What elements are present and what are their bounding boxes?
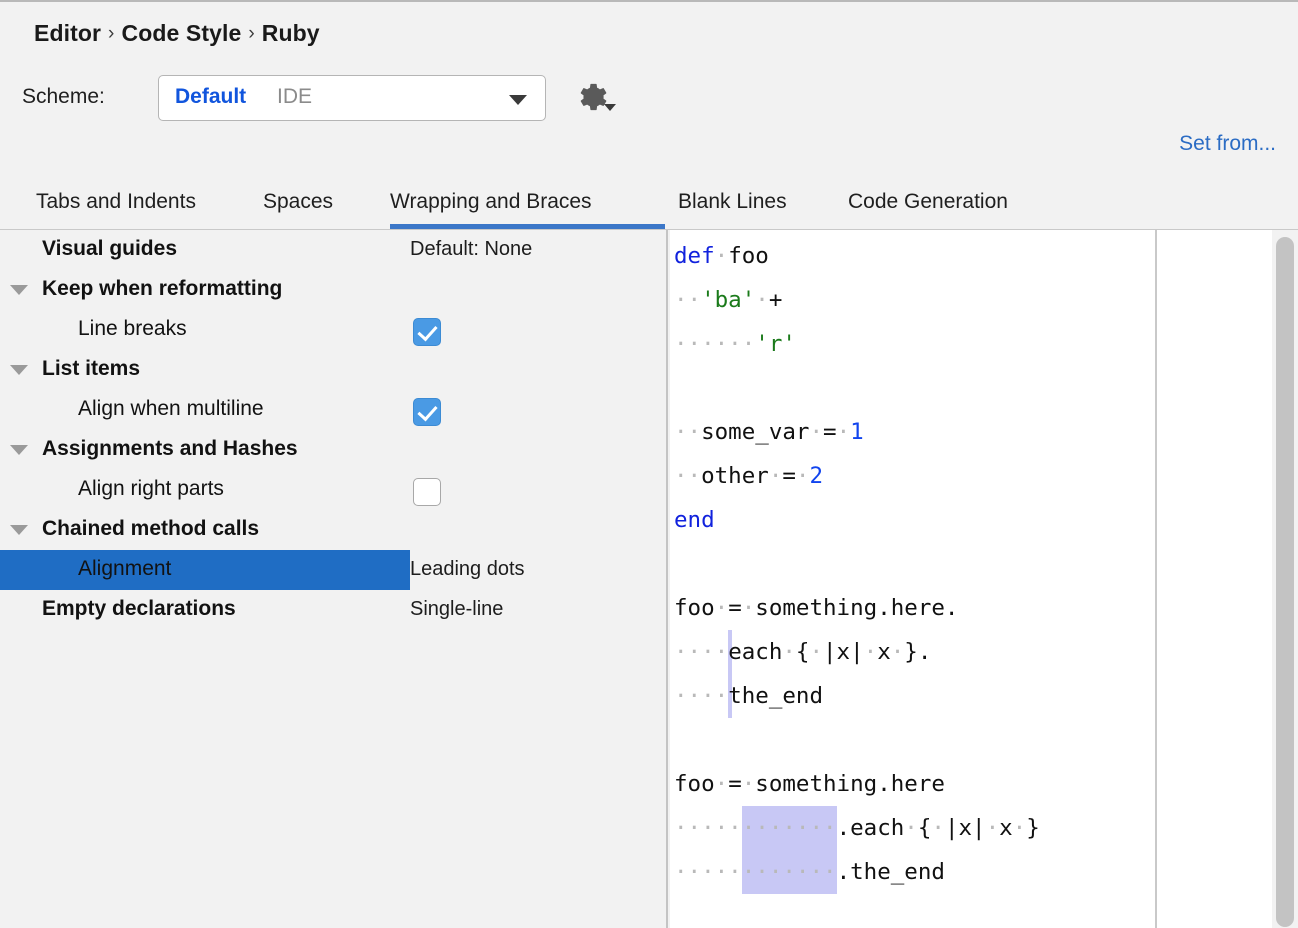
tree-row-alignment[interactable]: Alignment Leading dots: [0, 550, 666, 590]
code-line: ··some_var·=·1: [674, 410, 1160, 454]
code-line: ············.each·{·|x|·x·}: [674, 806, 1160, 850]
scheme-label: Scheme:: [22, 85, 105, 108]
code-line: ············.the_end: [674, 850, 1160, 894]
tree-row-value[interactable]: Leading dots: [410, 558, 525, 580]
set-from-link[interactable]: Set from...: [1179, 132, 1276, 155]
chevron-down-icon[interactable]: [10, 525, 28, 535]
code-line: foo·=·something.here: [674, 762, 1160, 806]
alignment-highlight: [741, 850, 837, 894]
scheme-settings-button[interactable]: [578, 82, 618, 118]
tree-row-label: Chained method calls: [42, 517, 260, 540]
breadcrumb-separator-icon: ›: [108, 23, 115, 44]
preview-scrollbar-track[interactable]: [1272, 230, 1298, 928]
alignment-highlight: [741, 806, 837, 850]
tab-tabs-and-indents[interactable]: Tabs and Indents: [36, 182, 242, 229]
chevron-down-icon: [509, 95, 527, 105]
breadcrumb-item-ruby: Ruby: [261, 20, 320, 46]
code-line-text: foo·=·something.here.: [674, 595, 959, 621]
gear-dropdown-arrow-icon: [604, 104, 616, 111]
tree-row-label: Assignments and Hashes: [42, 437, 298, 460]
code-line-text: ············.the_end: [674, 859, 945, 885]
check-icon: [417, 400, 438, 422]
tree-row-keep-when-reformatting[interactable]: Keep when reformatting: [0, 270, 666, 310]
code-line-text: ··other·=·2: [674, 463, 824, 489]
tab-code-generation[interactable]: Code Generation: [848, 182, 1064, 229]
code-preview-pane: def·foo ··'ba'·+ ······'r' ··some_var·=·1 ··…: [670, 230, 1298, 928]
tab-label: Code Generation: [848, 190, 1008, 213]
tab-label: Wrapping and Braces: [390, 190, 592, 213]
scheme-scope-label: IDE: [277, 85, 313, 108]
scheme-select[interactable]: Default IDE: [158, 75, 546, 121]
code-line-text: ············.each·{·|x|·x·}: [674, 815, 1040, 841]
checkbox-line-breaks[interactable]: [413, 318, 441, 346]
code-line-text: foo·=·something.here: [674, 771, 945, 797]
code-line: foo·=·something.here.: [674, 586, 1160, 630]
chevron-down-icon[interactable]: [10, 445, 28, 455]
tree-row-align-when-multiline[interactable]: Align when multiline: [0, 390, 666, 430]
tree-row-label: Empty declarations: [42, 597, 236, 620]
code-line-text: def·foo: [674, 243, 769, 269]
code-line-text: ······'r': [674, 331, 796, 357]
code-line: ····the_end: [674, 674, 1160, 718]
code-line: ··other·=·2: [674, 454, 1160, 498]
code-line: end: [674, 498, 1160, 542]
preview-scrollbar-thumb[interactable]: [1276, 237, 1294, 927]
tree-row-label: Keep when reformatting: [42, 277, 283, 300]
settings-tabs: Tabs and Indents Spaces Wrapping and Brace…: [0, 182, 1298, 229]
alignment-highlight: [728, 630, 733, 674]
tab-blank-lines[interactable]: Blank Lines: [678, 182, 828, 229]
code-line: def·foo: [674, 234, 1160, 278]
code-line-text: ····each·{·|x|·x·}.: [674, 639, 932, 665]
code-line: ··'ba'·+: [674, 278, 1160, 322]
tree-row-label: Align right parts: [78, 477, 224, 500]
row-selection-highlight: [0, 550, 410, 590]
tree-row-list-items[interactable]: List items: [0, 350, 666, 390]
checkbox-align-right-parts[interactable]: [413, 478, 441, 506]
code-line: [674, 542, 1160, 586]
tab-wrapping-and-braces[interactable]: Wrapping and Braces: [390, 182, 665, 229]
code-line: [674, 718, 1160, 762]
preview-right-margin-divider: [1155, 230, 1157, 928]
scheme-selected-value: Default: [175, 85, 247, 108]
check-icon: [417, 320, 438, 342]
tab-label: Spaces: [263, 190, 334, 213]
tree-row-chained-method-calls[interactable]: Chained method calls: [0, 510, 666, 550]
tree-row-label: Visual guides: [42, 237, 177, 260]
checkbox-align-when-multiline[interactable]: [413, 398, 441, 426]
code-line-text: ··'ba'·+: [674, 287, 783, 313]
code-line: [674, 366, 1160, 410]
breadcrumb-item-editor[interactable]: Editor: [34, 20, 102, 46]
code-line: ······'r': [674, 322, 1160, 366]
code-line-text: end: [674, 507, 715, 533]
tab-spaces[interactable]: Spaces: [263, 182, 376, 229]
tree-row-assignments-and-hashes[interactable]: Assignments and Hashes: [0, 430, 666, 470]
code-line-text: ··some_var·=·1: [674, 419, 864, 445]
tree-row-label: List items: [42, 357, 141, 380]
tree-row-label: Line breaks: [78, 317, 187, 340]
tree-row-visual-guides[interactable]: Visual guides Default: None: [0, 230, 666, 270]
code-preview-text[interactable]: def·foo ··'ba'·+ ······'r' ··some_var·=·1 ··…: [674, 234, 1160, 894]
gear-icon: [580, 83, 607, 111]
breadcrumb: Editor › Code Style › Ruby: [34, 20, 320, 47]
breadcrumb-separator-icon: ›: [248, 23, 255, 44]
tree-row-label: Align when multiline: [78, 397, 264, 420]
chevron-down-icon[interactable]: [10, 285, 28, 295]
alignment-highlight: [728, 674, 733, 718]
tab-label: Tabs and Indents: [36, 190, 196, 213]
breadcrumb-item-code-style[interactable]: Code Style: [121, 20, 242, 46]
tree-row-value[interactable]: Single-line: [410, 598, 504, 620]
code-line: ····each·{·|x|·x·}.: [674, 630, 1160, 674]
tree-row-label: Alignment: [78, 557, 172, 580]
tree-row-align-right-parts[interactable]: Align right parts: [0, 470, 666, 510]
tab-label: Blank Lines: [678, 190, 787, 213]
chevron-down-icon[interactable]: [10, 365, 28, 375]
tree-row-empty-declarations[interactable]: Empty declarations Single-line: [0, 590, 666, 630]
tree-row-line-breaks[interactable]: Line breaks: [0, 310, 666, 350]
code-line-text: ····the_end: [674, 683, 824, 709]
tree-row-value[interactable]: Default: None: [410, 238, 533, 260]
